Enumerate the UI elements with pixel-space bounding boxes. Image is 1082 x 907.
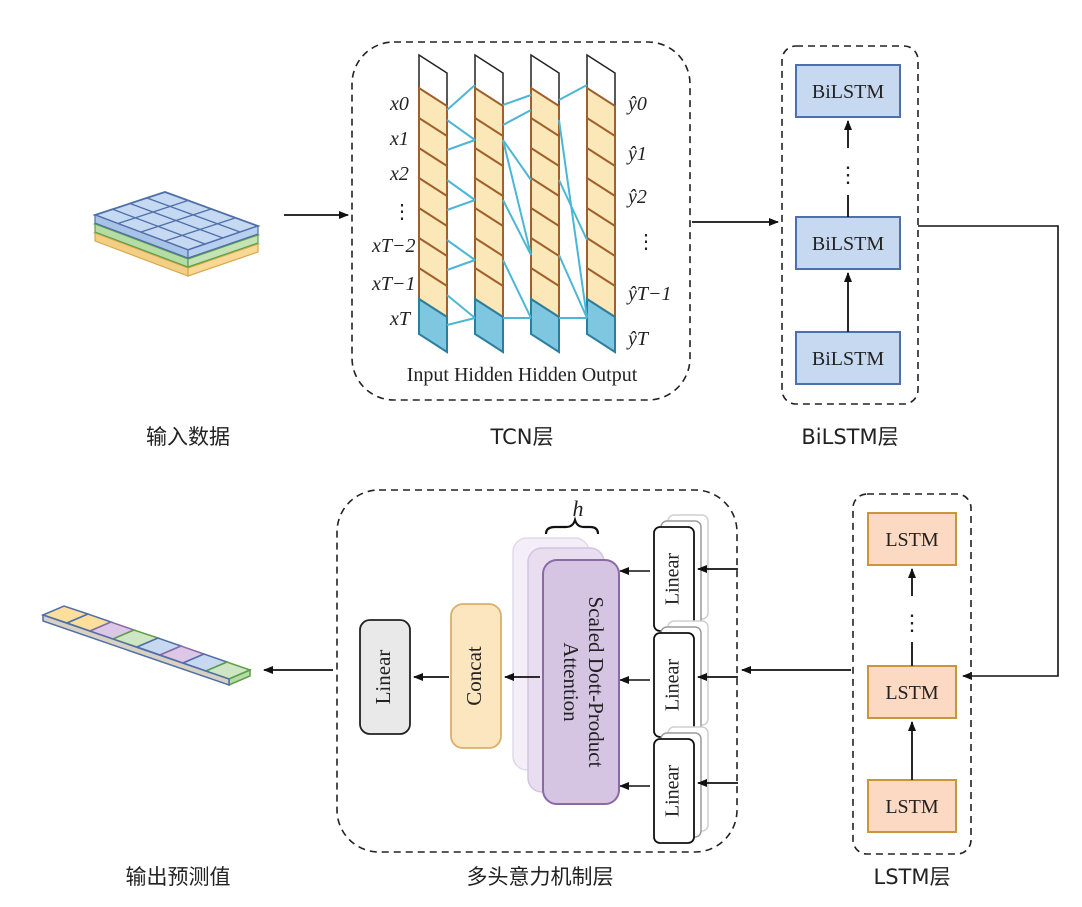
caption-bilstm-layer: BiLSTM层 (801, 425, 898, 449)
scaled-attention-label-line2: Attention (559, 642, 583, 722)
tcn-column-labels: Input Hidden Hidden Output (407, 364, 638, 386)
tcn-input-label: ⋮ (392, 201, 412, 223)
concat-block (450, 603, 502, 749)
bilstm-label: BiLSTM (812, 233, 884, 255)
caption-lstm-layer: LSTM层 (874, 865, 951, 889)
tcn-input-label: xT (389, 308, 412, 330)
caption-output-prediction: 输出预测值 (126, 865, 231, 889)
scaled-attention-label-line1: Scaled Dott-Product (584, 597, 608, 768)
arrow-bilstm-to-lstm (918, 225, 1059, 680)
lstm-label: LSTM (885, 529, 939, 551)
tcn-input-label: x1 (389, 128, 409, 150)
linear-input-label: Linear (662, 659, 684, 712)
head-brace (544, 516, 600, 535)
linear-stack: Linear (653, 514, 709, 632)
bilstm-block: BiLSTM (795, 216, 901, 270)
bilstm-label: BiLSTM (812, 348, 884, 370)
tcn-input-label: x2 (389, 163, 409, 185)
input-data-stack (92, 191, 261, 277)
lstm-frame (852, 493, 972, 855)
linear-input-label: Linear (662, 765, 684, 818)
lstm-label: LSTM (885, 682, 939, 704)
bilstm-block: BiLSTM (795, 64, 901, 118)
tcn-output-label: ŷ1 (626, 143, 647, 165)
lstm-block: LSTM (867, 779, 957, 833)
tcn-frame (351, 41, 691, 401)
lstm-ellipsis: ⋮ (901, 610, 923, 635)
bilstm-ellipsis: ⋮ (837, 162, 859, 187)
tcn-input-label: x0 (389, 93, 409, 115)
bilstm-label: BiLSTM (812, 81, 884, 103)
linear-stack: Linear (653, 620, 709, 738)
output-strip (40, 605, 253, 687)
bilstm-frame (781, 45, 919, 405)
tcn-output-labels: ŷ0 ŷ1 ŷ2 ⋮ ŷT−1 ŷT (626, 93, 672, 350)
linear-output-block (359, 619, 411, 735)
tcn-output-label: ⋮ (636, 231, 656, 253)
tcn-output-label: ŷT (626, 328, 650, 350)
linear-input-label: Linear (662, 553, 684, 606)
tcn-output-label: ŷT−1 (626, 283, 672, 305)
tcn-output-label: ŷ0 (626, 93, 647, 115)
bilstm-block: BiLSTM (795, 331, 901, 385)
tcn-columns (418, 53, 616, 354)
lstm-block: LSTM (867, 512, 957, 566)
caption-input-data: 输入数据 (146, 425, 230, 449)
caption-tcn-layer: TCN层 (490, 425, 554, 449)
concat-label: Concat (462, 646, 486, 706)
head-symbol: h (573, 496, 584, 521)
tcn-input-label: xT−1 (371, 273, 416, 295)
tcn-input-labels: x0 x1 x2 ⋮ xT−2 xT−1 xT (371, 93, 416, 330)
tcn-input-label: xT−2 (371, 235, 416, 257)
caption-attention-layer: 多头意力机制层 (467, 865, 614, 889)
linear-output-label: Linear (371, 650, 395, 705)
linear-stack: Linear (653, 726, 709, 844)
tcn-links (446, 84, 588, 326)
attention-frame (336, 489, 738, 853)
tcn-output-label: ŷ2 (626, 186, 647, 208)
lstm-block: LSTM (867, 665, 957, 719)
scaled-dot-product-attention-block (542, 559, 620, 805)
lstm-label: LSTM (885, 796, 939, 818)
